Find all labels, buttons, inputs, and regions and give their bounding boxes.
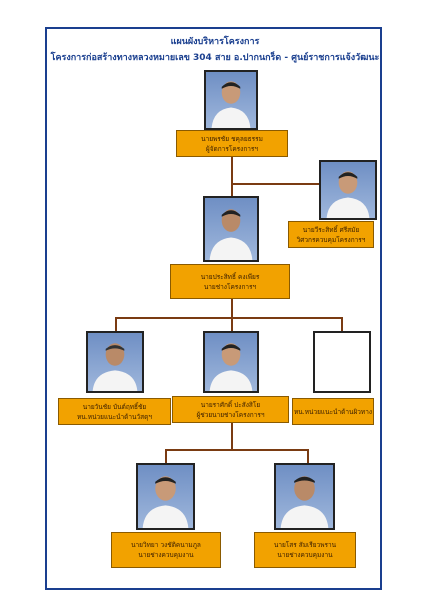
foreman-right-label: นายโสร สัมเรียวพราน นายช่างควบคุมงาน	[254, 532, 356, 568]
director-name: นายพรชัย ชคุลยธรรม	[201, 134, 263, 143]
assistant-name: นายราศักดิ์ ปะสังสิโย	[200, 400, 261, 409]
assistant-label: นายราศักดิ์ ปะสังสิโย ผู้ช่วยนายช่างโครง…	[172, 396, 289, 423]
foreman-left-photo	[136, 463, 195, 530]
engineer-control-role: วิศวกรควบคุมโครงการฯ	[296, 235, 366, 244]
assistant-role: ผู้ช่วยนายช่างโครงการฯ	[196, 410, 265, 419]
connector-project-down	[231, 298, 233, 318]
project-engineer-label: นายประสิทธิ์ คงเพียร นายช่างโครงการฯ	[170, 264, 290, 299]
foreman-left-role: นายช่างควบคุมงาน	[138, 551, 194, 559]
project-engineer-role: นายช่างโครงการฯ	[203, 282, 257, 291]
connector-assistant-down	[231, 422, 233, 450]
project-engineer-photo	[203, 196, 259, 262]
connector-foreman-left-down	[165, 449, 167, 463]
unit-left-name: นายวันชัย บันต์ฤทธิ์ชัย	[82, 402, 147, 411]
engineer-control-label: นายวีระสิทธิ์ ศรีสมัย วิศวกรควบคุมโครงกา…	[288, 221, 374, 248]
chart-subtitle: โครงการก่อสร้างทางหลวงหมายเลข 304 สาย อ.…	[50, 53, 380, 63]
connector-level3-bar	[115, 317, 343, 319]
chart-title: แผนผังบริหารโครงการ	[170, 37, 260, 47]
unit-left-role: หน.หน่วยแนะนำด้านวัสดุฯ	[76, 412, 152, 421]
engineer-control-photo	[319, 160, 377, 220]
connector-level4-bar	[165, 449, 309, 451]
director-photo	[204, 70, 258, 130]
unit-left-photo	[86, 331, 144, 393]
unit-left-label: นายวันชัย บันต์ฤทธิ์ชัย หน.หน่วยแนะนำด้า…	[58, 398, 171, 425]
connector-left-down	[115, 317, 117, 331]
director-role: ผู้จัดการโครงการฯ	[205, 144, 259, 153]
unit-right-photo	[313, 331, 371, 393]
unit-right-label: หน.หน่วยแนะนำด้านผิวทาง	[292, 398, 374, 425]
assistant-photo	[203, 331, 259, 393]
foreman-right-role: นายช่างควบคุมงาน	[277, 551, 333, 559]
connector-center-down	[231, 317, 233, 331]
connector-foreman-right-down	[307, 449, 309, 463]
engineer-control-name: นายวีระสิทธิ์ ศรีสมัย	[302, 225, 360, 234]
project-engineer-name: นายประสิทธิ์ คงเพียร	[200, 272, 260, 281]
unit-right-role: หน.หน่วยแนะนำด้านผิวทาง	[293, 407, 373, 416]
foreman-left-label: นายวิทยา วงชัติคนามภูล นายช่างควบคุมงาน	[111, 532, 221, 568]
foreman-right-name: นายโสร สัมเรียวพราน	[273, 541, 337, 549]
connector-director-down	[231, 156, 233, 196]
connector-engineer-branch	[231, 183, 331, 185]
foreman-right-photo	[274, 463, 335, 530]
connector-right-down	[341, 317, 343, 331]
director-label: นายพรชัย ชคุลยธรรม ผู้จัดการโครงการฯ	[176, 130, 288, 157]
foreman-left-name: นายวิทยา วงชัติคนามภูล	[131, 541, 201, 549]
